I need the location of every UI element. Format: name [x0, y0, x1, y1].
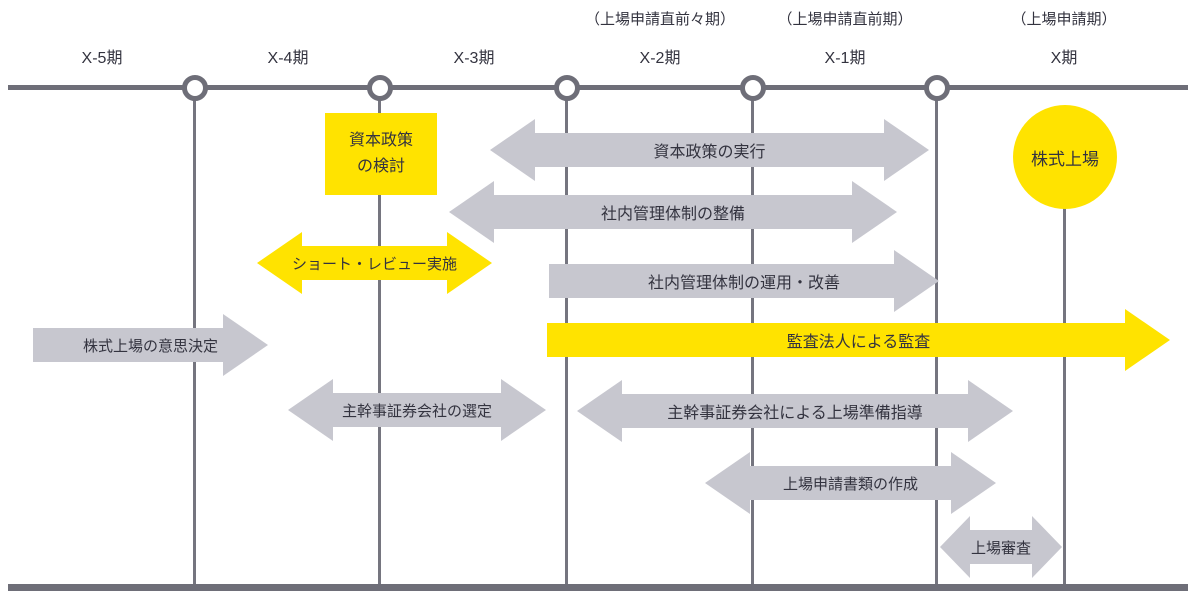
timeline-axis [8, 85, 1188, 90]
arrow-lead-underwriter-selection: 主幹事証券会社の選定 [288, 379, 546, 441]
arrow-label: 上場審査 [970, 539, 1031, 557]
period-label-x-4: X-4期 [267, 50, 309, 67]
arrow-short-review: ショート・レビュー実施 [257, 232, 492, 294]
phase-label-x: （上場申請期） [1011, 11, 1117, 28]
arrow-audit-by-audit-firm: 監査法人による監査 [547, 309, 1170, 371]
period-label-x-5: X-5期 [81, 50, 123, 67]
capital-policy-review-box: 資本政策 の検討 [325, 113, 437, 195]
period-label-x: X期 [1050, 50, 1078, 67]
grid-line-ipo [1063, 205, 1066, 584]
arrow-application-documents: 上場申請書類の作成 [705, 452, 996, 514]
period-label-x-3: X-3期 [453, 50, 495, 67]
arrow-label: 監査法人による監査 [786, 334, 931, 351]
period-label-x-2: X-2期 [639, 50, 681, 67]
ipo-circle-label: 株式上場 [1031, 149, 1099, 169]
timeline-node [554, 75, 580, 101]
arrow-label: 主幹事証券会社の選定 [341, 402, 492, 420]
grid-line [378, 99, 381, 584]
arrow-label: 主幹事証券会社による上場準備指導 [667, 405, 923, 422]
timeline-node [740, 75, 766, 101]
arrow-internal-control-setup: 社内管理体制の整備 [449, 181, 897, 243]
stock-listing-circle: 株式上場 [1013, 105, 1117, 209]
arrow-ipo-decision: 株式上場の意思決定 [33, 314, 268, 376]
arrow-label: 社内管理体制の運用・改善 [647, 275, 840, 292]
arrow-capital-policy-execution: 資本政策の実行 [490, 119, 929, 181]
arrow-label: 上場申請書類の作成 [782, 475, 918, 493]
arrow-internal-control-operation: 社内管理体制の運用・改善 [549, 250, 939, 312]
arrow-underwriter-listing-guidance: 主幹事証券会社による上場準備指導 [577, 380, 1013, 442]
arrow-label: ショート・レビュー実施 [291, 255, 457, 273]
capital-box-line1: 資本政策 [348, 132, 413, 150]
timeline-node [367, 75, 393, 101]
phase-label-x-2: （上場申請直前々期） [584, 11, 736, 28]
arrow-listing-examination: 上場審査 [940, 516, 1062, 578]
arrow-label: 資本政策の実行 [653, 144, 766, 161]
timeline-node [924, 75, 950, 101]
capital-box-line2: の検討 [356, 158, 405, 175]
period-label-x-1: X-1期 [824, 50, 866, 67]
arrow-label: 社内管理体制の整備 [600, 206, 745, 223]
timeline-node [182, 75, 208, 101]
bottom-axis [8, 584, 1188, 591]
arrow-label: 株式上場の意思決定 [82, 337, 218, 355]
phase-label-x-1: （上場申請直前期） [777, 11, 913, 28]
